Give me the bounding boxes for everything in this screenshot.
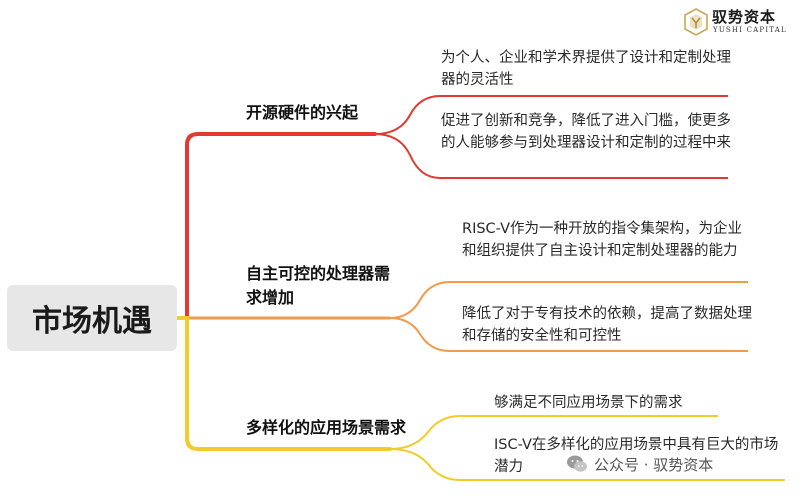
connector-branch-3-item-2 (389, 448, 785, 481)
root-node[interactable]: 市场机遇 (7, 285, 177, 351)
watermark: 公众号 · 驭势资本 (566, 452, 713, 476)
brand-name-en: YUSHI CAPITAL (713, 26, 787, 34)
leaf-node[interactable]: 促进了创新和竞争，降低了进入门槛，使更多的人能够参与到处理器设计和定制的过程中来 (441, 110, 731, 154)
leaf-node[interactable]: 为个人、企业和学术界提供了设计和定制处理器的灵活性 (441, 47, 731, 91)
branch-label: 开源硬件的兴起 (246, 103, 359, 122)
leaf-text: 促进了创新和竞争，降低了进入门槛，使更多的人能够参与到处理器设计和定制的过程中来 (441, 113, 731, 151)
branch-label: 多样化的应用场景需求 (246, 418, 407, 437)
leaf-text: 降低了对于专有技术的依赖，提高了数据处理和存储的安全性和可控性 (462, 306, 752, 344)
connector-branch-1-item-2 (374, 133, 728, 179)
branch-node-diverse-scenarios[interactable]: 多样化的应用场景需求 (246, 416, 406, 440)
leaf-node[interactable]: ISC-V在多样化的应用场景中具有巨大的市场潜力 (494, 434, 786, 478)
connector-branch-2-item-2 (389, 317, 748, 352)
brand-name-cn: 驭势资本 (712, 8, 777, 26)
leaf-node[interactable]: 降低了对于专有技术的依赖，提高了数据处理和存储的安全性和可控性 (462, 303, 752, 347)
brand-mark-icon (684, 8, 708, 36)
leaf-node[interactable]: 够满足不同应用场景下的需求 (494, 392, 724, 414)
watermark-text: 公众号 · 驭势资本 (594, 455, 714, 474)
connector-branch-1-item-1 (374, 95, 728, 135)
leaf-text: ISC-V在多样化的应用场景中具有巨大的市场潜力 (494, 437, 779, 475)
connector-root-branch-1 (175, 132, 377, 320)
leaf-text: 够满足不同应用场景下的需求 (494, 395, 683, 411)
connector-branch-2-item-1 (389, 281, 748, 319)
wechat-icon (567, 455, 587, 472)
brand-logo: 驭势资本 YUSHI CAPITAL (684, 6, 802, 40)
connector-root-branch-3 (175, 316, 392, 451)
branch-label: 自主可控的处理器需求增加 (246, 264, 391, 307)
branch-node-open-hardware[interactable]: 开源硬件的兴起 (246, 101, 358, 125)
branch-node-autonomous-processor[interactable]: 自主可控的处理器需求增加 (246, 262, 396, 310)
leaf-text: 为个人、企业和学术界提供了设计和定制处理器的灵活性 (441, 50, 731, 88)
connector-branch-3-item-1 (389, 415, 718, 450)
leaf-text: RISC-V作为一种开放的指令集架构，为企业和组织提供了自主设计和定制处理器的能… (462, 221, 742, 259)
root-node-label: 市场机遇 (32, 304, 152, 339)
leaf-node[interactable]: RISC-V作为一种开放的指令集架构，为企业和组织提供了自主设计和定制处理器的能… (462, 218, 752, 262)
